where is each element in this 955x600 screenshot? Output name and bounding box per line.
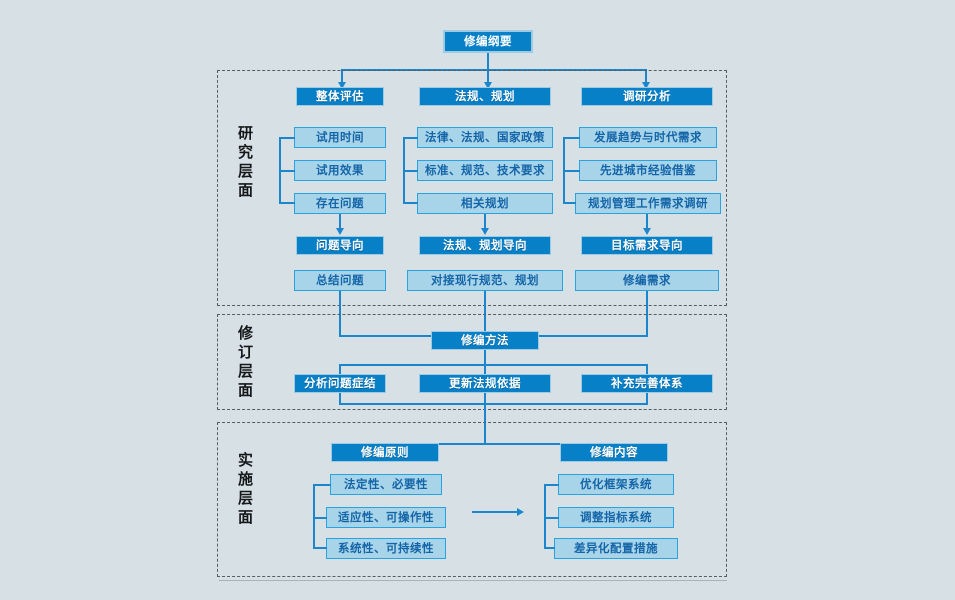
bracket-stub-overall-assessment-2 <box>279 202 295 204</box>
connector-col2-to-orientation <box>484 214 486 230</box>
bracket-stub-revision-contents-0 <box>544 484 559 486</box>
connector-col1-to-orientation <box>339 214 341 230</box>
arrow-col1-to-orientation <box>335 228 344 235</box>
node-item-overall-assessment-1[interactable]: 试用效果 <box>294 160 386 181</box>
bracket-stub-regulations-planning-0 <box>403 137 418 139</box>
node-item-research-analysis-0[interactable]: 发展趋势与时代需求 <box>579 127 717 148</box>
bracket-stub-revision-principles-1 <box>313 517 327 519</box>
connector-method-drop-1 <box>484 364 486 375</box>
layer-label-implementation: 实施层面 <box>236 452 254 528</box>
section-revision <box>217 314 727 410</box>
connector-flow-arrow-shaft <box>472 511 518 513</box>
node-item-revision-contents-0[interactable]: 优化框架系统 <box>558 474 674 495</box>
connector-revision-0-down <box>339 393 341 405</box>
node-item-overall-assessment-2[interactable]: 存在问题 <box>294 193 386 214</box>
bottom-rule <box>219 580 727 581</box>
connector-revision-merge <box>339 403 648 405</box>
arrow-col2-to-orientation <box>480 228 489 235</box>
node-item-research-analysis-2[interactable]: 规划管理工作需求调研 <box>575 193 721 214</box>
connector-root-drop-col2 <box>487 69 489 84</box>
arrow-root-to-col3 <box>641 82 650 89</box>
layer-label-research: 研究层面 <box>236 125 254 201</box>
connector-revision-center-down <box>484 393 486 445</box>
node-item-regulations-planning-2[interactable]: 相关规划 <box>417 193 553 214</box>
node-header-revision-method[interactable]: 修编方法 <box>431 331 539 350</box>
node-item-research-analysis-1[interactable]: 先进城市经验借鉴 <box>579 160 717 181</box>
node-root-outline[interactable]: 修编纲要 <box>443 30 533 53</box>
bracket-stub-regulations-planning-1 <box>403 170 418 172</box>
node-header-regulations-planning[interactable]: 法规、规划 <box>419 87 551 106</box>
connector-method-drop-2 <box>646 364 648 375</box>
node-header-revision-contents[interactable]: 修编内容 <box>560 443 668 462</box>
bracket-stub-overall-assessment-0 <box>279 137 295 139</box>
connector-root-drop-col3 <box>645 69 647 84</box>
node-header-overall-assessment[interactable]: 整体评估 <box>296 87 384 106</box>
node-item-revision-principles-1[interactable]: 适应性、可操作性 <box>326 507 446 528</box>
connector-impl-distributor <box>383 443 615 445</box>
node-header-revision-principles[interactable]: 修编原则 <box>331 443 439 462</box>
connector-method-stem <box>484 350 486 366</box>
node-item-revision-2[interactable]: 补充完善体系 <box>581 374 713 393</box>
section-implementation <box>217 422 727 577</box>
arrow-col3-to-orientation <box>642 228 651 235</box>
bracket-stub-research-analysis-1 <box>563 170 580 172</box>
bracket-stub-overall-assessment-1 <box>279 170 295 172</box>
node-item-revision-principles-0[interactable]: 法定性、必要性 <box>330 474 442 495</box>
connector-outcome2-down-to-method <box>484 291 486 331</box>
node-item-revision-1[interactable]: 更新法规依据 <box>419 374 551 393</box>
node-item-overall-assessment-0[interactable]: 试用时间 <box>294 127 386 148</box>
node-outcome-research-analysis[interactable]: 修编需求 <box>575 270 719 291</box>
node-item-revision-principles-2[interactable]: 系统性、可持续性 <box>326 538 446 559</box>
arrow-root-to-col1 <box>337 82 346 89</box>
connector-root-stem <box>487 53 489 71</box>
bracket-stub-revision-contents-2 <box>544 547 555 549</box>
node-item-regulations-planning-1[interactable]: 标准、规范、技术要求 <box>417 160 553 181</box>
node-item-revision-contents-2[interactable]: 差异化配置措施 <box>554 538 678 559</box>
layer-label-revision: 修订层面 <box>236 325 254 401</box>
arrow-right-icon <box>517 507 524 516</box>
connector-col3-to-orientation <box>646 214 648 230</box>
connector-method-drop-0 <box>339 364 341 375</box>
section-research <box>217 70 727 306</box>
bracket-stub-revision-principles-2 <box>313 547 327 549</box>
connector-revision-2-down <box>646 393 648 405</box>
node-orientation-regulations-planning[interactable]: 法规、规划导向 <box>419 236 551 255</box>
node-item-revision-0[interactable]: 分析问题症结 <box>294 374 386 393</box>
arrow-root-to-col2 <box>483 82 492 89</box>
connector-root-drop-col1 <box>341 69 343 84</box>
bracket-stub-research-analysis-0 <box>563 137 580 139</box>
bracket-spine-revision-principles <box>313 484 315 548</box>
node-item-regulations-planning-0[interactable]: 法律、法规、国家政策 <box>417 127 553 148</box>
node-outcome-overall-assessment[interactable]: 总结问题 <box>294 270 386 291</box>
node-orientation-research-analysis[interactable]: 目标需求导向 <box>581 236 713 255</box>
bracket-stub-research-analysis-2 <box>563 202 576 204</box>
connector-method-distributor <box>339 364 648 366</box>
node-item-revision-contents-1[interactable]: 调整指标系统 <box>558 507 674 528</box>
bracket-spine-revision-contents <box>544 484 546 548</box>
bracket-stub-revision-contents-1 <box>544 517 559 519</box>
bracket-stub-regulations-planning-2 <box>403 202 418 204</box>
node-header-research-analysis[interactable]: 调研分析 <box>581 87 713 106</box>
node-orientation-overall-assessment[interactable]: 问题导向 <box>296 236 384 255</box>
bracket-stub-revision-principles-0 <box>313 484 331 486</box>
node-outcome-regulations-planning[interactable]: 对接现行规范、规划 <box>407 270 563 291</box>
